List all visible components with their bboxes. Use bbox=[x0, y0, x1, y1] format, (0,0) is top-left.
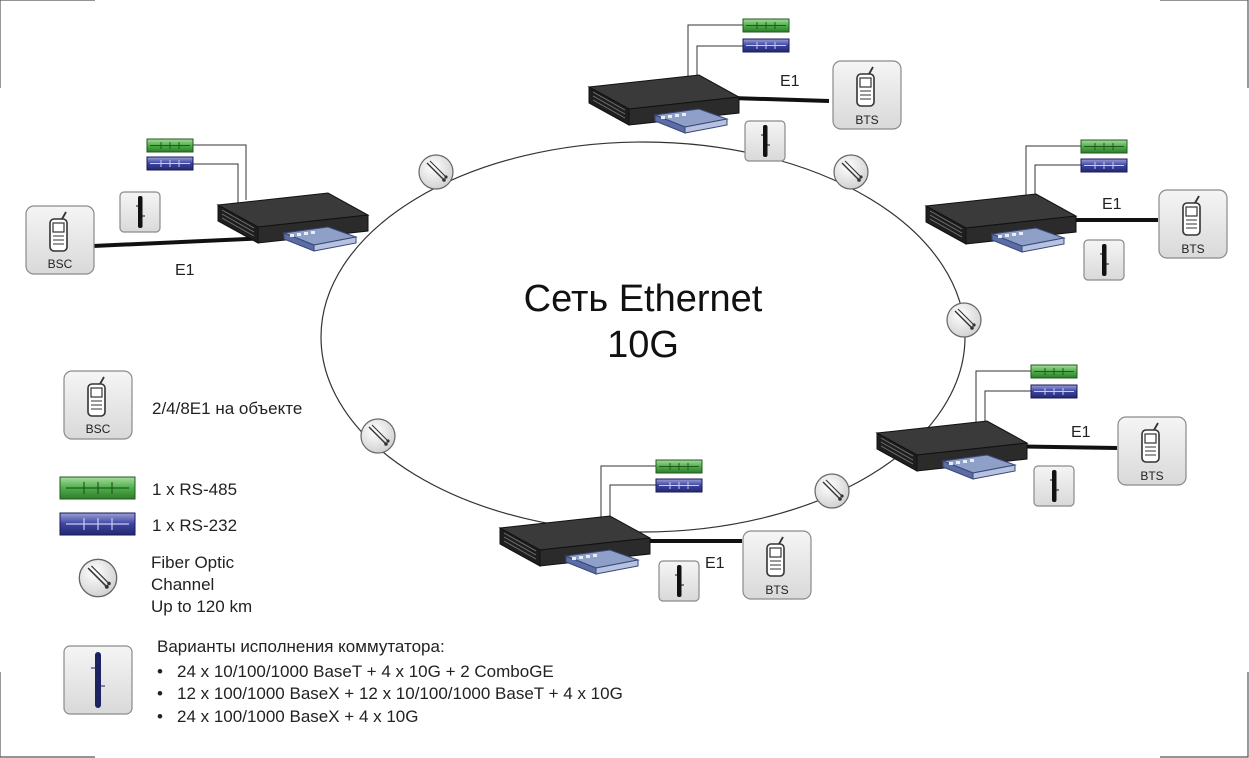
rs232-module bbox=[146, 156, 194, 171]
ethernet-switch bbox=[588, 74, 740, 134]
ethernet-switch bbox=[925, 193, 1077, 253]
rs485-module bbox=[1030, 364, 1078, 379]
switch-module-icon bbox=[744, 120, 786, 162]
ethernet-switch bbox=[876, 420, 1028, 480]
e1-label: E1 bbox=[175, 262, 195, 279]
variant-item: 24 x 10/100/1000 BaseT + 4 x 10G + 2 Com… bbox=[157, 661, 623, 684]
rs485-module bbox=[146, 138, 194, 153]
legend-bsc-text: 2/4/8E1 на объекте bbox=[152, 399, 303, 418]
switch-variants: Варианты исполнения коммутатора: 24 x 10… bbox=[157, 636, 623, 728]
bts-label: BTS bbox=[765, 583, 788, 597]
bts-label: BTS bbox=[1140, 469, 1163, 483]
e1-label: E1 bbox=[1071, 424, 1091, 441]
bts-label: BTS bbox=[1181, 242, 1204, 256]
legend-fiber-line1: Fiber Optic bbox=[151, 553, 235, 572]
node-bottom: BTS E1 bbox=[499, 459, 812, 602]
e1-label: E1 bbox=[1102, 196, 1122, 213]
fiber-icon bbox=[814, 473, 850, 509]
node-right-upper: BTS E1 bbox=[925, 139, 1228, 281]
legend-switch-module-icon bbox=[63, 645, 133, 715]
e1-label: E1 bbox=[705, 555, 725, 572]
legend-rs485-icon bbox=[59, 476, 136, 500]
switch-module-icon bbox=[1033, 465, 1075, 507]
legend-bsc-label: BSC bbox=[86, 422, 111, 436]
variants-list: 24 x 10/100/1000 BaseT + 4 x 10G + 2 Com… bbox=[157, 661, 623, 729]
ethernet-switch bbox=[499, 515, 651, 575]
fiber-icon bbox=[418, 154, 454, 190]
rs232-module bbox=[1030, 384, 1078, 399]
rs485-module bbox=[1080, 139, 1128, 154]
fiber-icon bbox=[360, 418, 396, 454]
rs232-module bbox=[742, 38, 790, 53]
variants-heading: Варианты исполнения коммутатора: bbox=[157, 637, 445, 656]
variant-item: 24 x 100/1000 BaseX + 4 x 10G bbox=[157, 706, 623, 729]
fiber-icon bbox=[946, 302, 982, 338]
e1-label: E1 bbox=[780, 73, 800, 90]
ethernet-switch bbox=[217, 192, 369, 252]
node-right-lower: BTS E1 bbox=[876, 364, 1187, 507]
legend-fiber-line3: Up to 120 km bbox=[151, 597, 253, 616]
switch-module-icon bbox=[119, 191, 161, 233]
switch-module-icon bbox=[1083, 239, 1125, 281]
network-title-line2: 10G bbox=[607, 324, 679, 366]
rs485-module bbox=[655, 459, 703, 474]
switch-module-icon bbox=[658, 560, 700, 602]
legend-fiber-line2: Channel bbox=[151, 575, 215, 594]
legend-icons: BSC bbox=[59, 370, 136, 715]
rs232-module bbox=[1080, 158, 1128, 173]
node-left: BSC E1 bbox=[25, 138, 369, 279]
legend-fiber-text: Fiber Optic Channel Up to 120 km bbox=[151, 552, 252, 618]
bsc-label: BSC bbox=[48, 257, 73, 271]
fiber-icon bbox=[833, 154, 869, 190]
network-title-line1: Сеть Ethernet bbox=[523, 278, 763, 320]
legend-rs232-text: 1 x RS-232 bbox=[152, 516, 238, 535]
network-title: Сеть Ethernet 10G bbox=[480, 276, 806, 368]
rs232-module bbox=[655, 478, 703, 493]
legend-rs232-icon bbox=[59, 512, 136, 536]
variant-item: 12 x 100/1000 BaseX + 12 x 10/100/1000 B… bbox=[157, 683, 623, 706]
node-top: BTS E1 bbox=[588, 18, 902, 162]
rs485-module bbox=[742, 18, 790, 33]
bts-label: BTS bbox=[855, 113, 878, 127]
legend-fiber-icon bbox=[78, 558, 118, 598]
legend-rs485-text: 1 x RS-485 bbox=[152, 480, 238, 499]
